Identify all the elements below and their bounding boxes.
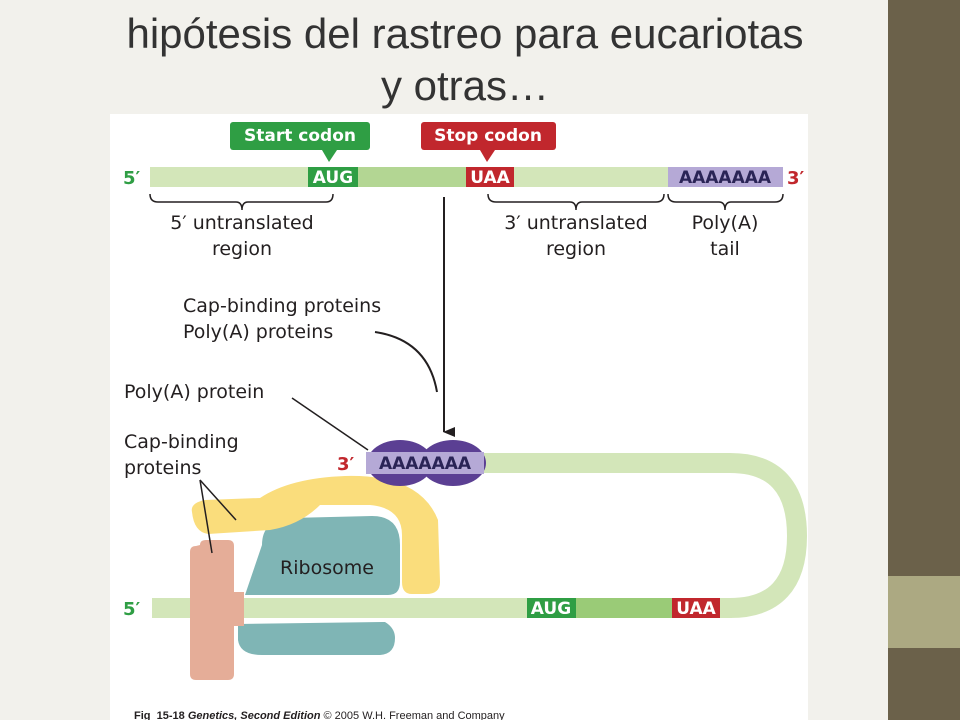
bottom-stop-codon-box [672, 598, 720, 618]
mrna-loop [460, 453, 808, 618]
polya-tail-label-line-2: tail [710, 238, 740, 260]
utr5-brace [149, 193, 334, 211]
top-three-prime-label: 3′ [787, 168, 805, 189]
proteins-join-curve [374, 331, 438, 393]
cap-binding-leader-yellow [199, 479, 237, 521]
cap-binding-protein-pink [190, 540, 244, 680]
slide-title-line-2: y otras… [380, 62, 550, 109]
utr5-label-line-1: 5′ untranslated [170, 212, 314, 234]
stop-codon-callout-box [421, 122, 556, 150]
bottom-polya-tail-text: AAAAAAA [379, 454, 472, 474]
polya-brace [667, 193, 784, 211]
cap-binding-proteins-label: Cap-binding proteins [183, 295, 381, 317]
sidebar-accent-light [888, 576, 960, 648]
top-orf-segment [357, 167, 467, 187]
utr3-label-line-2: region [546, 238, 606, 260]
caption-book: Genetics, Second Edition [188, 710, 321, 720]
bottom-five-prime-label: 5′ [123, 599, 141, 620]
bottom-polya-tail-box [366, 452, 484, 474]
top-five-prime-label: 5′ [123, 168, 141, 189]
top-polya-tail-text: AAAAAAA [679, 168, 772, 188]
polya-tail-label-line-1: Poly(A) [692, 212, 759, 234]
sidebar-accent-dark-bottom [888, 648, 960, 720]
sidebar-accent-dark-top [888, 0, 960, 576]
top-start-codon-box [308, 167, 358, 187]
polya-protein-leader [291, 397, 369, 451]
polya-proteins-label: Poly(A) proteins [183, 321, 333, 343]
start-codon-callout-text: Start codon [244, 126, 356, 146]
figure-caption: Fig_15-18 Genetics, Second Edition © 200… [134, 710, 505, 720]
top-start-codon-text: AUG [313, 168, 353, 188]
bottom-three-prime-label: 3′ [337, 454, 355, 475]
slide-title: hipótesis del rastreo para eucariotas y … [30, 8, 900, 112]
polya-protein-label: Poly(A) protein [124, 381, 264, 403]
start-codon-callout: Start codon [230, 122, 370, 162]
bottom-orf-segment [575, 598, 673, 618]
caption-copyright: © 2005 W.H. Freeman and Company [324, 710, 506, 720]
cap-binding-protein-yellow [191, 475, 440, 594]
bottom-start-codon-text: AUG [531, 599, 571, 619]
stop-codon-callout: Stop codon [421, 122, 556, 162]
top-stop-codon-box [466, 167, 514, 187]
top-stop-codon-text: UAA [470, 168, 510, 188]
bottom-stop-codon-text: UAA [676, 599, 716, 619]
ribosome-large-subunit [245, 516, 400, 595]
top-polya-tail-box [668, 167, 783, 187]
start-codon-callout-pointer [322, 150, 337, 162]
ribosome-small-subunit [238, 622, 395, 655]
top-mrna-strand [150, 167, 670, 187]
cap-binding-label-line-1: Cap-binding [124, 431, 239, 453]
caption-fig-number: Fig_15-18 [134, 710, 185, 720]
stop-codon-callout-pointer [480, 150, 495, 162]
utr3-brace [487, 193, 665, 211]
cap-binding-leader-pink [199, 479, 213, 554]
bottom-start-codon-box [527, 598, 576, 618]
ribosome-label: Ribosome [280, 557, 374, 579]
stop-codon-callout-text: Stop codon [434, 126, 542, 146]
utr3-label-line-1: 3′ untranslated [504, 212, 648, 234]
utr5-label-line-2: region [212, 238, 272, 260]
cap-binding-label-line-2: proteins [124, 457, 201, 479]
slide-title-line-1: hipótesis del rastreo para eucariotas [126, 10, 804, 57]
start-codon-callout-box [230, 122, 370, 150]
